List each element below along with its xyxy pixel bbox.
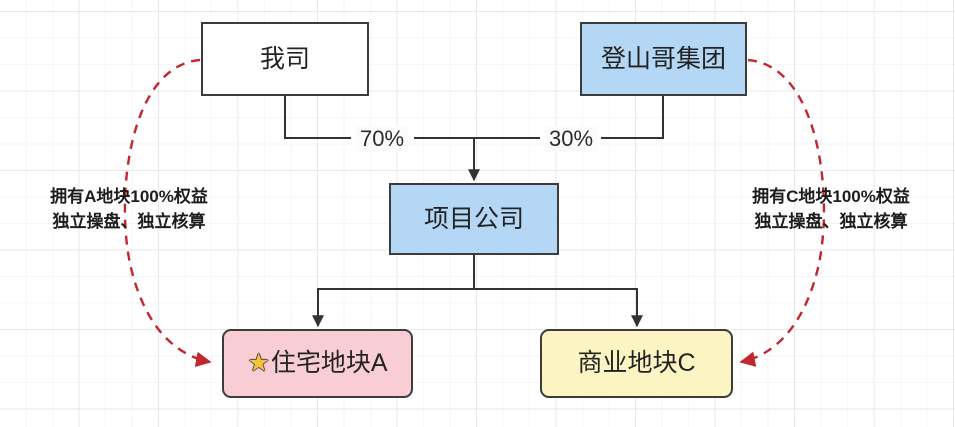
connector-our-company-to-split — [284, 96, 351, 139]
annotation-right: 拥有C地块100%权益 独立操盘、独立核算 — [716, 185, 946, 234]
connector-group-to-split — [601, 96, 664, 139]
dashed-curve-our-company-to-residential-a — [123, 58, 212, 368]
annotation-left-line1: 拥有A地块100%权益 — [50, 187, 208, 206]
node-residential-a-label: 住宅地块A — [270, 349, 388, 378]
annotation-right-line1: 拥有C地块100%权益 — [752, 187, 910, 206]
node-dengshange-group-label: 登山哥集团 — [600, 44, 726, 73]
edge-label-our-company-share: 70% — [356, 126, 409, 152]
node-dengshange-group[interactable]: 登山哥集团 — [580, 22, 747, 96]
node-project-company[interactable]: 项目公司 — [389, 183, 559, 255]
node-project-company-label: 项目公司 — [423, 204, 524, 233]
node-our-company[interactable]: 我司 — [201, 22, 369, 96]
node-residential-a[interactable]: ★ 住宅地块A — [222, 329, 413, 398]
node-our-company-label: 我司 — [259, 44, 310, 73]
annotation-left-line2: 独立操盘、独立核算 — [52, 211, 206, 231]
annotation-right-line2: 独立操盘、独立核算 — [754, 211, 908, 231]
connector-project-to-commercial-c — [473, 255, 643, 328]
node-commercial-c-label: 商业地块C — [577, 349, 696, 378]
dashed-curve-group-to-commercial-c — [739, 58, 826, 367]
node-commercial-c[interactable]: 商业地块C — [540, 329, 733, 398]
annotation-left: 拥有A地块100%权益 独立操盘、独立核算 — [14, 185, 244, 234]
star-icon: ★ — [247, 349, 270, 378]
edge-label-group-share: 30% — [545, 126, 598, 152]
